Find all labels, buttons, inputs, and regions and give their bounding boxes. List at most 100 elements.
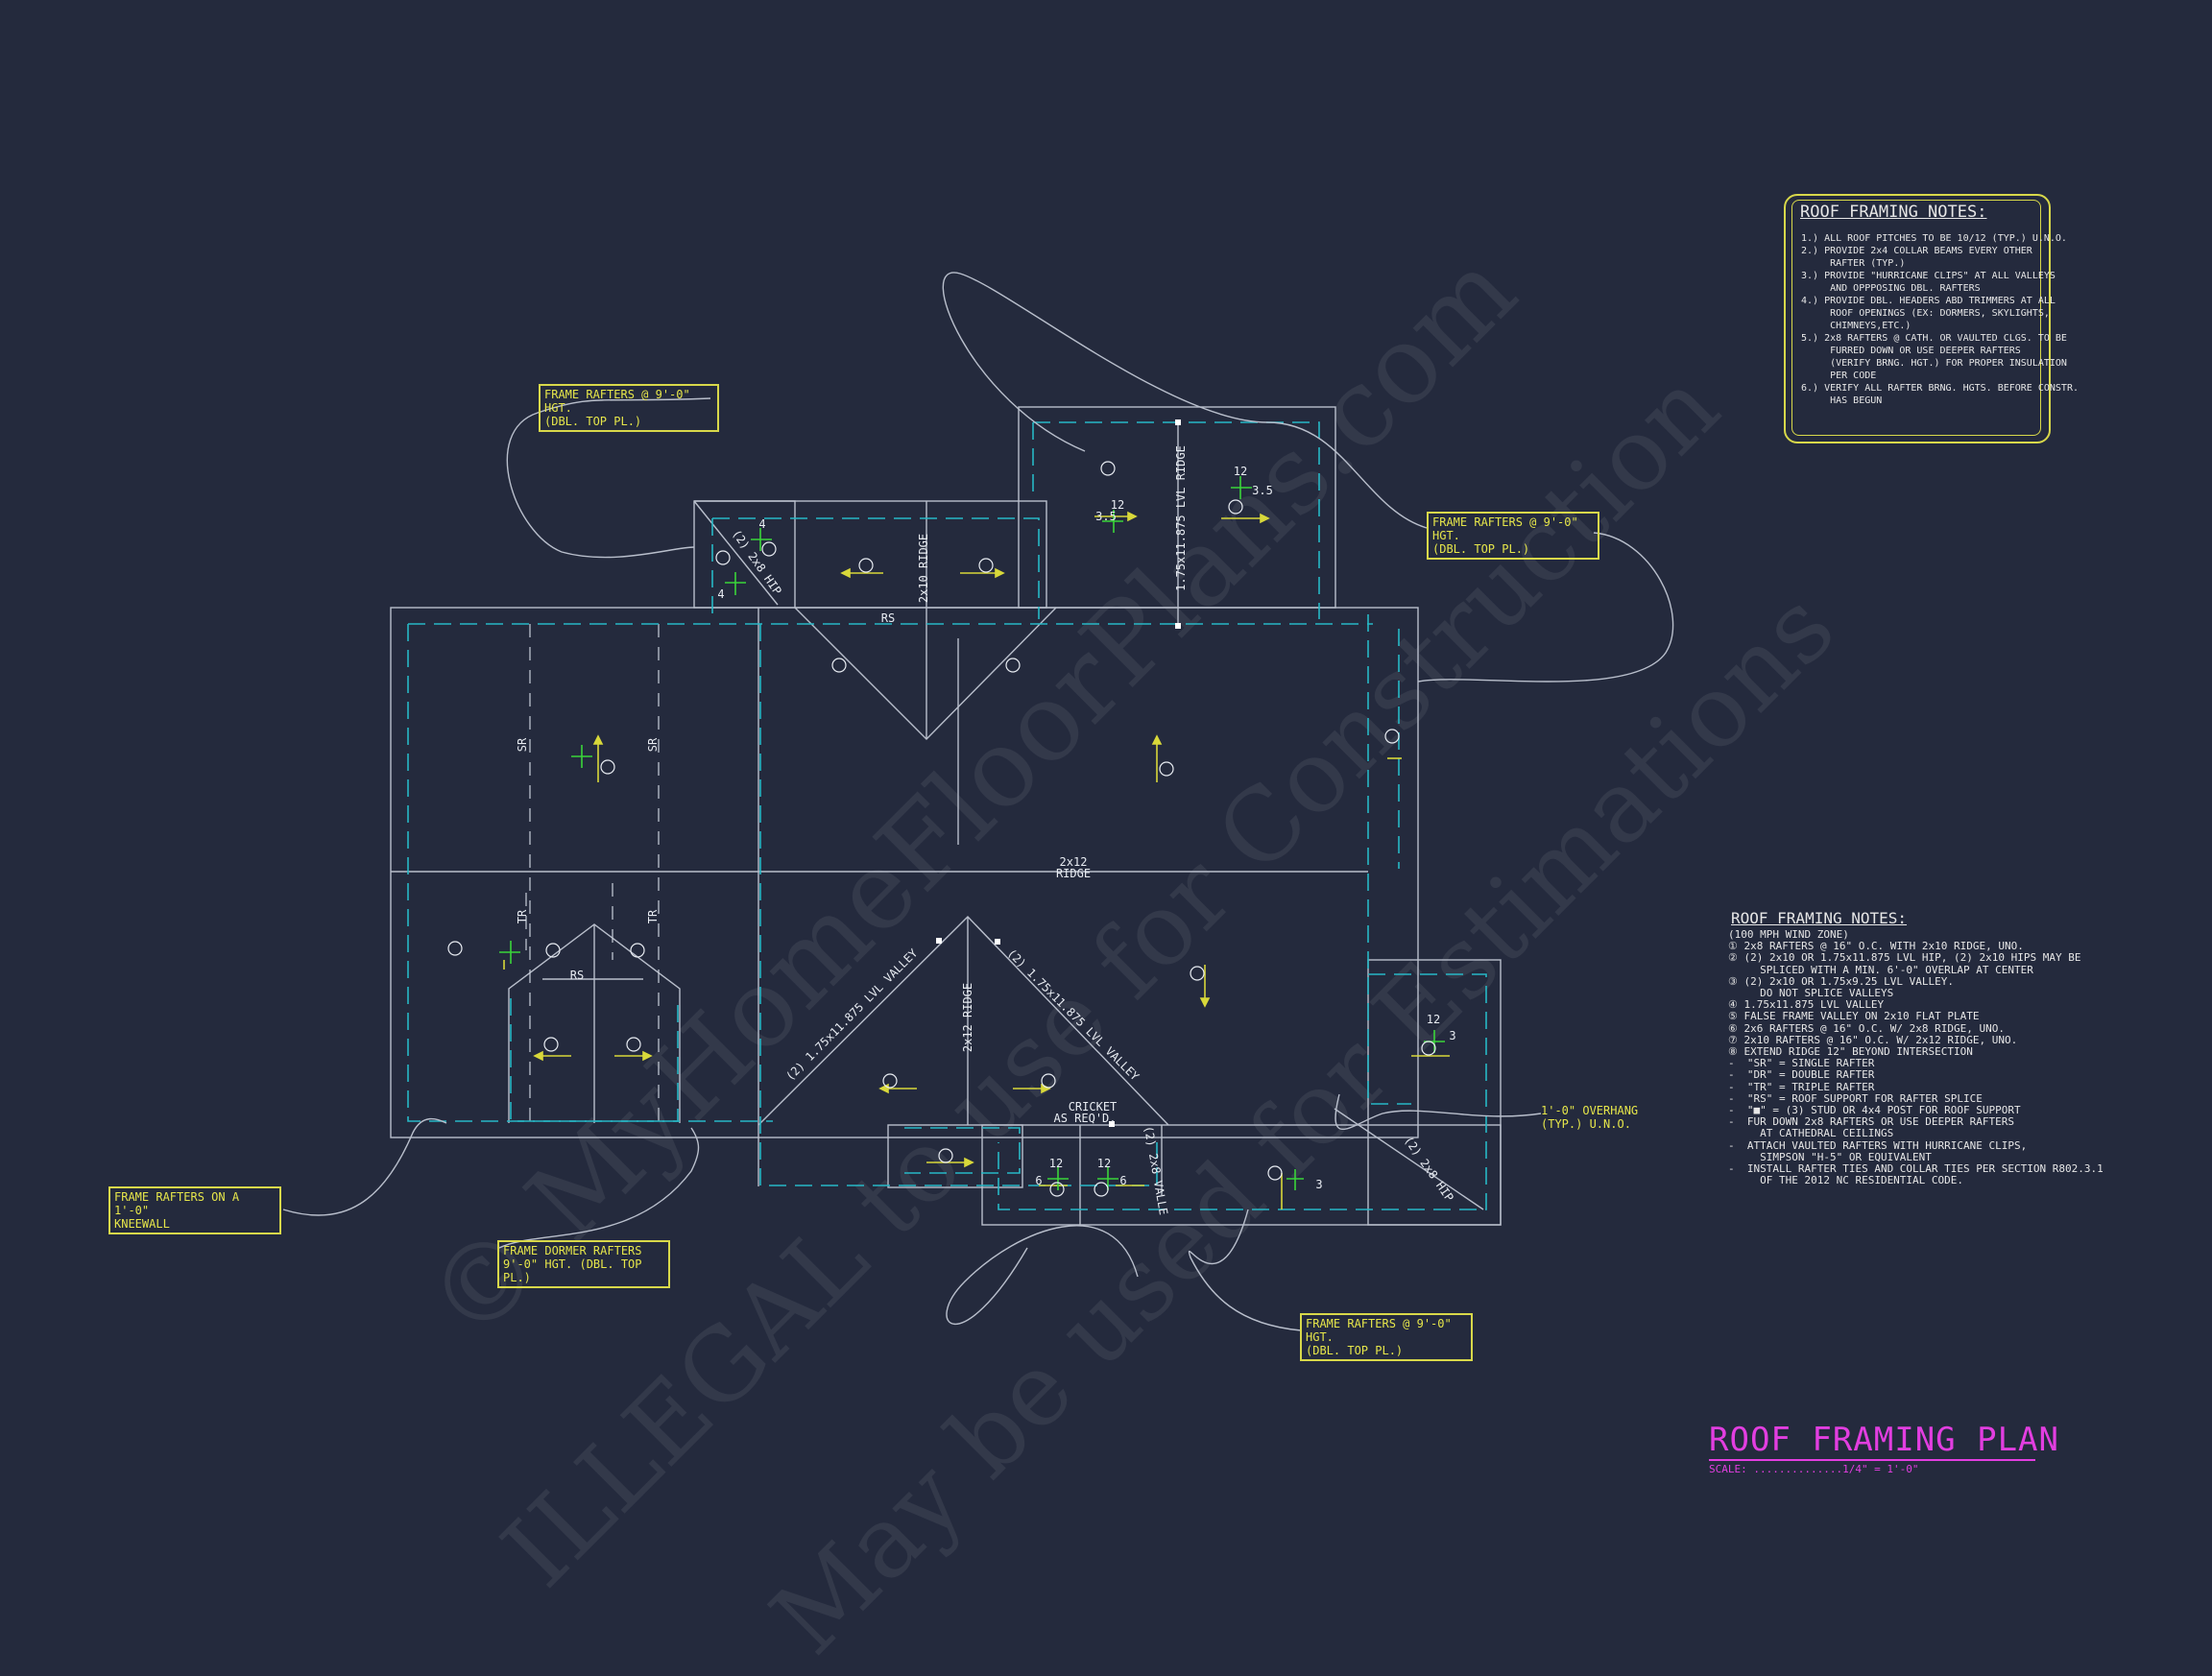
overhang-note-line-1: 1'-0" OVERHANG [1541,1104,1639,1117]
span-arrows [503,511,1450,1209]
ridge-lvl-label: 1.75x11.875 LVL RIDGE [1174,445,1188,591]
notes-box-item: ROOF OPENINGS (EX: DORMERS, SKYLIGHTS, [1801,308,2050,319]
pitch-6-a: 6 [1035,1174,1042,1187]
sr-label-1: SR [516,737,529,752]
valley-right: (2) 1.75x11.875 LVL VALLEY [1004,946,1142,1084]
callout-dormer: FRAME DORMER RAFTERS 9'-0" HGT. (DBL. TO… [497,1240,670,1288]
notes-box-item: AND OPPPOSING DBL. RAFTERS [1801,283,1981,294]
notes-box-item: FURRED DOWN OR USE DEEPER RAFTERS [1801,346,2021,356]
callout-dormer-line-2: 9'-0" HGT. (DBL. TOP PL.) [503,1257,642,1284]
legend-item: - "DR" = DOUBLE RAFTER [1728,1068,1875,1082]
callout-kneewall-line-1: FRAME RAFTERS ON A 1'-0" [114,1190,240,1217]
notes-box-item: HAS BEGUN [1801,395,1883,406]
pitch-3-5-a: 3.5 [1095,510,1117,523]
ridge-main-1: 2x12 [1060,855,1088,869]
plan-text: 2x12 RIDGE RS RS CRICKET AS REQ'D. 3.5 3… [516,445,1456,1216]
legend-item: ④ 1.75x11.875 LVL VALLEY [1728,998,1885,1012]
legend-item: ⑦ 2x10 RAFTERS @ 16" O.C. W/ 2x12 RIDGE,… [1728,1033,2018,1046]
ridge-2x12-small: 2x12 RIDGE [961,983,974,1052]
post-markers [936,419,1181,1127]
cricket-2: AS REQ'D. [1053,1112,1116,1125]
callout-top-right-line-1: FRAME RAFTERS @ 9'-0" HGT. [1432,515,1578,542]
legend-item: ⑧ EXTEND RIDGE 12" BEYOND INTERSECTION [1728,1045,1973,1059]
callout-bottom: FRAME RAFTERS @ 9'-0" HGT. (DBL. TOP PL.… [1300,1313,1473,1361]
legend-list: (100 MPH WIND ZONE)① 2x8 RAFTERS @ 16" O… [1728,928,2104,1187]
legend-item: - FUR DOWN 2x8 RAFTERS OR USE DEEPER RAF… [1728,1115,2015,1129]
overhang-note: 1'-0" OVERHANG (TYP.) U.N.O. [1541,1104,1638,1131]
notes-box-item: 4.) PROVIDE DBL. HEADERS ABD TRIMMERS AT… [1801,296,2056,306]
wall-dashed-lines [407,421,1487,1210]
pitch-12-e: 12 [1097,1157,1111,1170]
callout-dormer-line-1: FRAME DORMER RAFTERS [503,1244,642,1257]
pitch-3-a: 3 [1449,1029,1455,1042]
notes-box-item: 5.) 2x8 RAFTERS @ CATH. OR VAULTED CLGS.… [1801,333,2067,344]
callout-bottom-line-1: FRAME RAFTERS @ 9'-0" HGT. [1306,1317,1452,1344]
notes-box-item: CHIMNEYS,ETC.) [1801,321,1911,331]
legend-item: - ATTACH VAULTED RAFTERS WITH HURRICANE … [1728,1138,2028,1152]
pitch-6-b: 6 [1119,1174,1126,1187]
pitch-12-a: 12 [1234,465,1247,478]
notes-box-list: 1.) ALL ROOF PITCHES TO BE 10/12 (TYP.) … [1801,232,2079,407]
notes-box-item: 1.) ALL ROOF PITCHES TO BE 10/12 (TYP.) … [1801,233,2067,244]
legend-item: AT CATHEDRAL CEILINGS [1728,1127,1894,1140]
callout-top-left-line-1: FRAME RAFTERS @ 9'-0" HGT. [544,388,690,415]
callout-kneewall: FRAME RAFTERS ON A 1'-0" KNEEWALL [108,1186,281,1234]
legend-item: ② (2) 2x10 OR 1.75x11.875 LVL HIP, (2) 2… [1728,951,2081,965]
pitch-12-c: 12 [1427,1013,1440,1026]
hip-label-1: (2) 2x8 HIP [730,527,784,597]
pitch-12-d: 12 [1049,1157,1063,1170]
outline-walls [390,406,1502,1226]
plan-title-rule [1709,1459,2035,1461]
circled-keys [447,461,1436,1197]
ridge-main-2: RIDGE [1056,867,1091,880]
pitch-4-b: 4 [717,587,724,601]
pitch-symbols [499,476,1445,1190]
notes-box-item: 6.) VERIFY ALL RAFTER BRNG. HGTS. BEFORE… [1801,383,2079,394]
sr-label-2: SR [646,737,660,752]
legend-item: - "RS" = ROOF SUPPORT FOR RAFTER SPLICE [1728,1091,1983,1105]
pitch-3-b: 3 [1315,1178,1322,1191]
notes-box [1784,194,2051,443]
plan-title: ROOF FRAMING PLAN [1709,1421,2059,1459]
tr-label-1: TR [516,909,529,923]
overhang-note-line-2: (TYP.) U.N.O. [1541,1117,1631,1131]
legend-item: - "TR" = TRIPLE RAFTER [1728,1080,1875,1093]
callout-top-right: FRAME RAFTERS @ 9'-0" HGT. (DBL. TOP PL.… [1427,512,1599,560]
legend-item: (100 MPH WIND ZONE) [1728,928,1849,941]
pitch-4-a: 4 [758,517,765,531]
notes-box-item: 2.) PROVIDE 2x4 COLLAR BEAMS EVERY OTHER [1801,246,2032,256]
notes-box-item: PER CODE [1801,371,1877,381]
ridge-2x10-label: 2x10 RIDGE [917,534,930,603]
valley-left: (2) 1.75x11.875 LVL VALLEY [783,946,921,1083]
cricket-1: CRICKET [1069,1100,1118,1113]
legend-title: ROOF FRAMING NOTES: [1731,909,1908,927]
notes-box-item: (VERIFY BRNG. HGT.) FOR PROPER INSULATIO… [1801,358,2067,369]
notes-box-item: RAFTER (TYP.) [1801,258,1906,269]
callout-top-left-line-2: (DBL. TOP PL.) [544,415,642,428]
legend-item: - "■" = (3) STUD OR 4x4 POST FOR ROOF SU… [1728,1104,2021,1117]
tr-label-2: TR [646,909,660,923]
notes-box-item: 3.) PROVIDE "HURRICANE CLIPS" AT ALL VAL… [1801,271,2056,281]
rs-label-1: RS [881,611,895,625]
legend-item: OF THE 2012 NC RESIDENTIAL CODE. [1728,1174,1964,1187]
legend-item: ⑥ 2x6 RAFTERS @ 16" O.C. W/ 2x8 RIDGE, U… [1728,1021,2006,1035]
notes-box-inner [1791,200,2041,436]
legend-item: ⑤ FALSE FRAME VALLEY ON 2x10 FLAT PLATE [1728,1010,1980,1023]
rs-label-2: RS [570,969,584,982]
pitch-3-5-b: 3.5 [1252,484,1273,497]
legend-item: - INSTALL RAFTER TIES AND COLLAR TIES PE… [1728,1162,2104,1176]
legend-item: DO NOT SPLICE VALLEYS [1728,987,1894,1000]
notes-box-title: ROOF FRAMING NOTES: [1800,203,1987,222]
legend-item: ③ (2) 2x10 OR 1.75x9.25 LVL VALLEY. [1728,974,1955,988]
legend-item: SIMPSON "H-5" OR EQUIVALENT [1728,1150,1932,1163]
leader-lines [282,272,1674,1331]
hip-label-2: (2) 2x8 HIP [1402,1134,1456,1204]
legend-item: ① 2x8 RAFTERS @ 16" O.C. WITH 2x10 RIDGE… [1728,940,2024,953]
pitch-12-b: 12 [1111,498,1124,512]
callout-top-right-line-2: (DBL. TOP PL.) [1432,542,1530,556]
callout-kneewall-line-2: KNEEWALL [114,1217,170,1231]
callout-bottom-line-2: (DBL. TOP PL.) [1306,1344,1404,1357]
plan-scale: SCALE: ..............1/4" = 1'-0" [1709,1463,1919,1475]
legend-item: SPLICED WITH A MIN. 6'-0" OVERLAP AT CEN… [1728,963,2033,976]
